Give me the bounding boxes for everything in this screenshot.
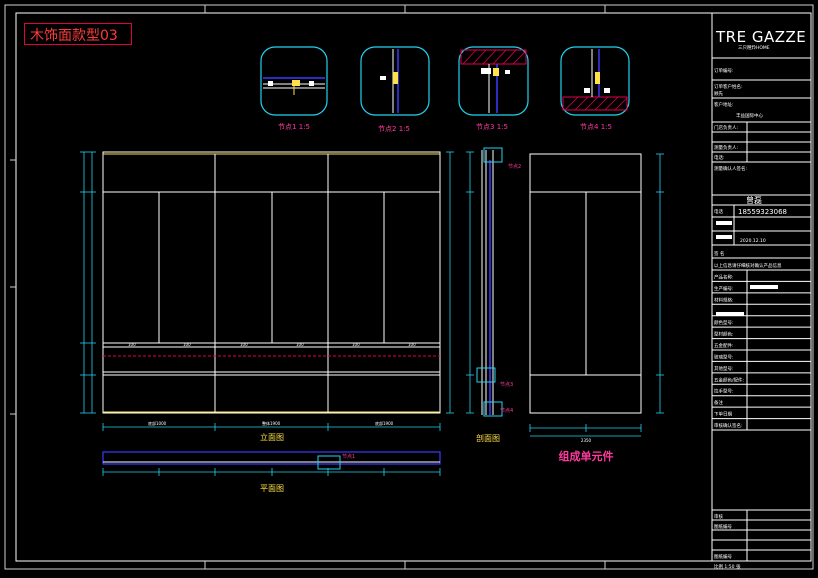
unit-caption: 组成单元件 — [559, 449, 614, 463]
tb-row-label: 生产编号: — [714, 285, 734, 292]
tb-tel-label: 电话 — [714, 208, 723, 215]
brand-logo: TRE GAZZE — [715, 28, 806, 46]
detail-3-label: 节点3 1:5 — [476, 123, 508, 131]
tb-project-no-label: 订单编号: — [714, 67, 734, 74]
dim-bottom-left: 底部1000 — [148, 420, 167, 426]
tb-row-label: 型材颜色: — [714, 331, 734, 338]
detail-2-label: 节点2 1:5 — [378, 125, 410, 133]
tb-tel-value: 18559323068 — [738, 208, 787, 216]
tb-row-label: 产品名称: — [714, 273, 734, 280]
tb-phone-label: 电话: — [714, 154, 725, 161]
svg-text:100: 100 — [296, 342, 304, 347]
tb-row-label: 材料规格: — [714, 296, 734, 303]
tb-bottom-label: 比例 1:50 张 — [714, 563, 741, 570]
tb-row-label: 颜色型号: — [714, 319, 734, 326]
elevation-view: 100 100 100 100 100 100 — [102, 151, 441, 414]
tb-row-label: 下单日期 — [714, 411, 732, 418]
tb-address-value: 丰益国际中心 — [736, 112, 763, 119]
svg-text:100: 100 — [240, 342, 248, 347]
tb-bottom-label: 图纸编号 — [714, 523, 732, 530]
brand-sub: 三只瞪羚HOME — [738, 44, 770, 51]
dim-bottom-right: 底部1900 — [375, 420, 394, 426]
section-caption: 剖面图 — [476, 433, 500, 443]
tb-bottom-label: 审核 — [714, 513, 723, 520]
detail-1-label: 节点1 1:5 — [278, 123, 310, 131]
tb-row-label: 五金颜色/配件: — [714, 376, 744, 383]
dim-bottom-mid: 整体1900 — [262, 420, 281, 426]
detail-2 — [360, 46, 430, 116]
elevation-dim-values: 底部1000 整体1900 底部1900 — [148, 420, 394, 426]
detail-1 — [260, 46, 328, 116]
elevation-dimensions — [80, 151, 454, 431]
unit-view — [529, 153, 664, 437]
tb-store-label: 门店负责人: — [714, 124, 738, 131]
svg-text:100: 100 — [183, 342, 191, 347]
plan-view — [102, 451, 441, 476]
section-view — [466, 147, 503, 417]
tb-row-label: 备注 — [714, 399, 723, 406]
section-tag-2: 节点2 — [508, 164, 521, 170]
tb-client-value: 顾先 — [714, 90, 723, 97]
title-block — [711, 12, 812, 562]
outer-frame — [4, 4, 814, 570]
plan-tag: 节点1 — [342, 454, 355, 460]
svg-text:100: 100 — [352, 342, 360, 347]
detail-3 — [458, 46, 529, 116]
tb-client-label: 订单客户姓名: — [714, 83, 743, 90]
detail-4 — [560, 46, 630, 116]
frame-ticks — [10, 5, 606, 569]
title-block-rows: 产品名称: 生产编号: 材料规格: 颜色型号: 型材颜色: 五金配件: 玻璃型号: 其他型号:… — [712, 273, 811, 570]
plan-caption: 平面图 — [260, 484, 284, 493]
section-tag-4: 节点4 — [500, 408, 513, 414]
inner-frame — [15, 12, 812, 562]
svg-text:100: 100 — [128, 342, 136, 347]
tb-designer-label: 测量负责人: — [714, 144, 738, 151]
title-box — [24, 23, 132, 45]
tb-row-label: 审核确认签名: — [714, 422, 743, 429]
tb-address-label: 客户地址: — [714, 101, 734, 108]
tb-confirm-label: 测量确认人签名: — [714, 165, 747, 172]
tb-row-label: 拉手型号: — [714, 388, 734, 395]
tb-bottom-label: 图纸编号 — [714, 553, 732, 560]
tb-row-label: 其他型号: — [714, 365, 734, 372]
tb-sign-label: 签 名 — [714, 250, 724, 257]
tb-row-label: 五金配件: — [714, 342, 734, 349]
tb-contact-name: 曾磊 — [746, 195, 762, 205]
section-tag-3: 节点3 — [500, 382, 513, 388]
detail-4-label: 节点4 1:5 — [580, 123, 612, 131]
tb-date-value: 2020.12.10 — [740, 238, 766, 244]
svg-text:100: 100 — [408, 342, 416, 347]
drawing-title: 木饰面款型03 — [30, 28, 118, 44]
elevation-caption: 立面图 — [260, 432, 284, 442]
tb-row-label: 玻璃型号: — [714, 353, 734, 360]
unit-dim: 2350 — [581, 438, 592, 443]
tb-note-label: 以上信息请仔细核对确认产品信息 — [714, 262, 782, 269]
